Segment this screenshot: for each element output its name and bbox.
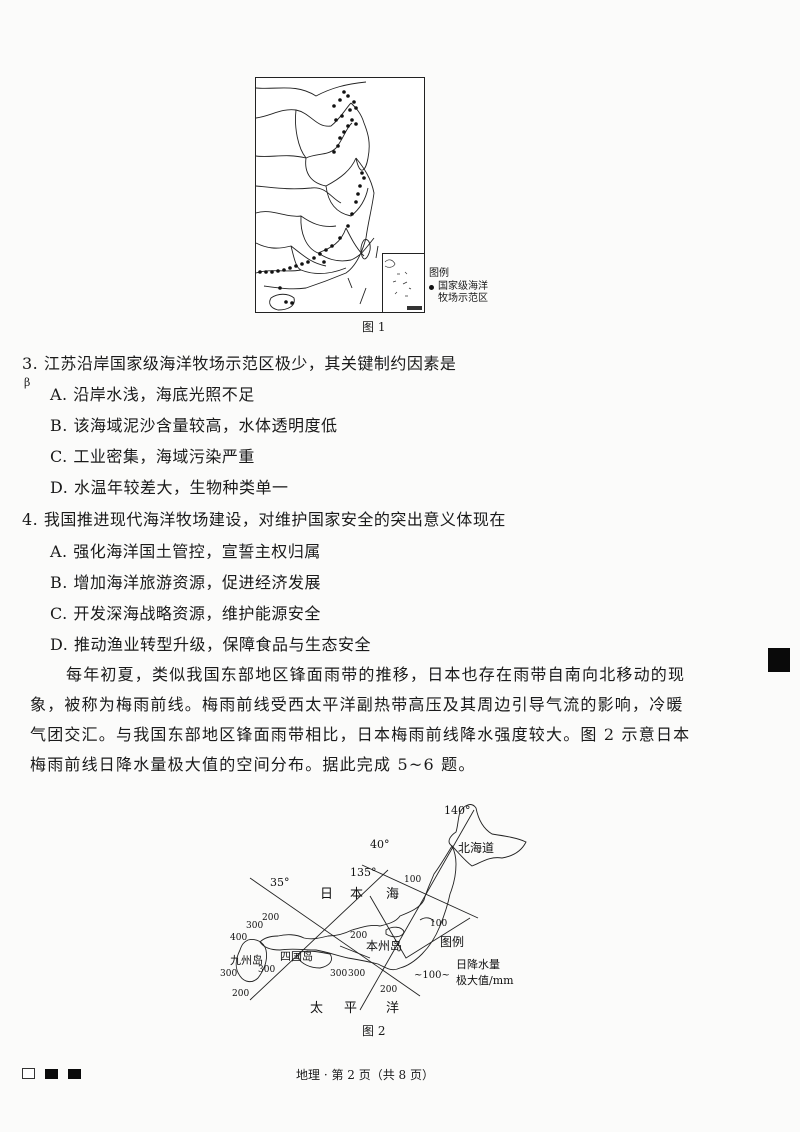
question3-option-d[interactable]: D. 水温年较差大，生物种类单一 <box>50 478 289 497</box>
figure2-caption: 图 2 <box>362 1024 386 1038</box>
passage-line-4: 梅雨前线日降水量极大值的空间分布。据此完成 5~6 题。 <box>30 755 476 774</box>
svg-text:300: 300 <box>220 969 237 979</box>
passage-line-3: 气团交汇。与我国东部地区锋面雨带相比，日本梅雨前线降水强度较大。图 2 示意日本 <box>30 725 691 744</box>
svg-text:100: 100 <box>404 875 421 885</box>
question3-option-a[interactable]: A. 沿岸水浅，海底光照不足 <box>50 385 255 404</box>
footer-marks <box>22 1068 81 1079</box>
china-coast-map-graphic <box>256 81 379 311</box>
question3-stem: 3. 江苏沿岸国家级海洋牧场示范区极少，其关键制约因素是 <box>22 350 456 374</box>
svg-text:洋: 洋 <box>386 1001 399 1016</box>
page-edge-marker <box>768 648 790 672</box>
question4-option-c[interactable]: C. 开发深海战略资源，维护能源安全 <box>50 604 321 623</box>
svg-text:300: 300 <box>348 969 365 979</box>
svg-text:本州岛: 本州岛 <box>366 938 402 953</box>
svg-text:平: 平 <box>344 1001 357 1016</box>
figure2-japan-map: 35° 40° 135° 140° 日 本 海 太 平 洋 北海道 本州岛 四国… <box>220 800 540 1020</box>
svg-text:200: 200 <box>350 931 367 941</box>
figure1-legend-item: 国家级海洋 牧场示范区 <box>429 281 488 305</box>
question4-option-b[interactable]: B. 增加海洋旅游资源，促进经济发展 <box>50 573 321 592</box>
question4-option-d[interactable]: D. 推动渔业转型升级，保障食品与生态安全 <box>50 635 371 654</box>
figure1-caption: 图 1 <box>362 320 386 334</box>
svg-text:135°: 135° <box>350 866 377 879</box>
svg-text:日: 日 <box>320 887 333 902</box>
svg-text:九州岛: 九州岛 <box>230 953 263 967</box>
svg-text:40°: 40° <box>370 838 390 851</box>
japan-rainfall-map-graphic: 35° 40° 135° 140° 日 本 海 太 平 洋 北海道 本州岛 四国… <box>220 804 527 1016</box>
svg-text:140°: 140° <box>444 804 471 817</box>
svg-text:本: 本 <box>350 887 363 902</box>
svg-text:四国岛: 四国岛 <box>280 949 313 963</box>
empty-box-icon <box>22 1068 35 1079</box>
question3-option-c[interactable]: C. 工业密集，海域污染严重 <box>50 447 255 466</box>
figure1-legend-title: 图例 <box>429 268 449 279</box>
question4-option-a[interactable]: A. 强化海洋国土管控，宣誓主权归属 <box>50 542 321 561</box>
svg-text:海: 海 <box>386 887 399 902</box>
svg-text:300: 300 <box>258 965 275 975</box>
svg-text:200: 200 <box>232 989 249 999</box>
svg-text:300: 300 <box>246 921 263 931</box>
legend-item-line1: 国家级海洋 <box>438 281 488 292</box>
filled-box-icon <box>68 1068 81 1079</box>
svg-text:太: 太 <box>310 1001 323 1016</box>
svg-text:300: 300 <box>330 969 347 979</box>
svg-text:100: 100 <box>430 919 447 929</box>
svg-text:北海道: 北海道 <box>458 840 494 855</box>
marine-ranch-dots <box>258 90 366 305</box>
svg-text:200: 200 <box>262 913 279 923</box>
question3-number: 3. <box>22 354 39 373</box>
passage-line-1: 每年初夏，类似我国东部地区锋面雨带的推移，日本也存在雨带自南向北移动的现 <box>66 665 686 684</box>
svg-text:极大值/mm: 极大值/mm <box>456 973 514 987</box>
page-footer: 地理 · 第 2 页（共 8 页） <box>296 1068 434 1082</box>
question4-stem: 4. 我国推进现代海洋牧场建设，对维护国家安全的突出意义体现在 <box>22 506 506 530</box>
svg-text:35°: 35° <box>270 876 290 889</box>
black-dot-icon <box>429 285 434 290</box>
figure1-map <box>255 77 425 313</box>
passage: 每年初夏，类似我国东部地区锋面雨带的推移，日本也存在雨带自南向北移动的现 象，被… <box>30 660 770 780</box>
question4-number: 4. <box>22 510 39 529</box>
svg-text:200: 200 <box>380 985 397 995</box>
filled-box-icon <box>45 1068 58 1079</box>
question4-text: 我国推进现代海洋牧场建设，对维护国家安全的突出意义体现在 <box>43 510 506 529</box>
south-china-sea-inset <box>382 253 425 313</box>
svg-text:~100~: ~100~ <box>414 970 450 981</box>
question3-mark: β <box>24 376 31 389</box>
legend-item-line2: 牧场示范区 <box>438 293 488 304</box>
svg-text:日降水量: 日降水量 <box>456 957 500 971</box>
svg-text:400: 400 <box>230 933 247 943</box>
question3-text: 江苏沿岸国家级海洋牧场示范区极少，其关键制约因素是 <box>43 354 457 373</box>
passage-line-2: 象，被称为梅雨前线。梅雨前线受西太平洋副热带高压及其周边引导气流的影响，冷暖 <box>30 695 684 714</box>
svg-text:图例: 图例 <box>440 935 464 949</box>
question3-option-b[interactable]: B. 该海域泥沙含量较高，水体透明度低 <box>50 416 338 435</box>
